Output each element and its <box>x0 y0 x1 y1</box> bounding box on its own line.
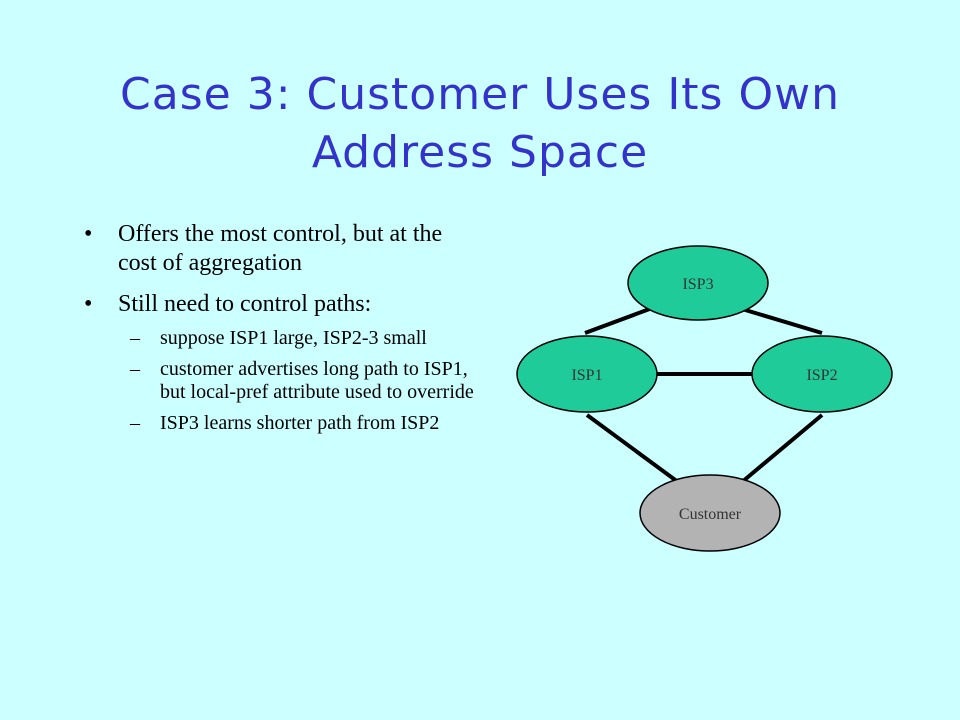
sub-bullet-marker: – <box>130 327 140 349</box>
sub-bullet-marker: – <box>130 412 140 434</box>
isp3-node <box>627 245 769 321</box>
sub-bullet-text: customer advertises long path to ISP1, b… <box>160 358 474 403</box>
link-isp3-isp2 <box>741 307 823 335</box>
sub-bullet-item: – suppose ISP1 large, ISP2-3 small <box>84 327 484 350</box>
isp2-label: ISP2 <box>806 367 837 384</box>
isp3-label: ISP3 <box>682 276 713 293</box>
sub-bullet-text: ISP3 learns shorter path from ISP2 <box>160 412 440 434</box>
customer-label: Customer <box>679 506 742 523</box>
bullet-marker: • <box>84 291 93 317</box>
sub-bullet-marker: – <box>130 358 140 380</box>
link-isp3-isp1 <box>584 305 656 335</box>
network-diagram: ISP3 ISP1 ISP2 Customer <box>516 245 893 552</box>
bullet-marker: • <box>84 221 93 247</box>
bullet-text: Offers the most control, but at the cost… <box>118 221 443 276</box>
isp1-label: ISP1 <box>571 367 602 384</box>
slide-title: Case 3: Customer Uses Its Own Address Sp… <box>120 69 840 178</box>
sub-bullet-text: suppose ISP1 large, ISP2-3 small <box>160 327 427 349</box>
sub-bullet-item: – customer advertises long path to ISP1,… <box>84 358 484 404</box>
customer-node <box>639 474 781 552</box>
sub-bullet-item: – ISP3 learns shorter path from ISP2 <box>84 412 484 435</box>
link-isp2-customer <box>740 413 824 484</box>
bullet-list: • Offers the most control, but at the co… <box>84 220 484 447</box>
isp1-node <box>516 335 658 413</box>
bullet-text: Still need to control paths: <box>118 291 372 317</box>
link-isp1-customer <box>585 413 680 484</box>
isp2-node <box>751 335 893 413</box>
bullet-item: • Offers the most control, but at the co… <box>84 220 484 278</box>
bullet-item: • Still need to control paths: – suppose… <box>84 290 484 435</box>
